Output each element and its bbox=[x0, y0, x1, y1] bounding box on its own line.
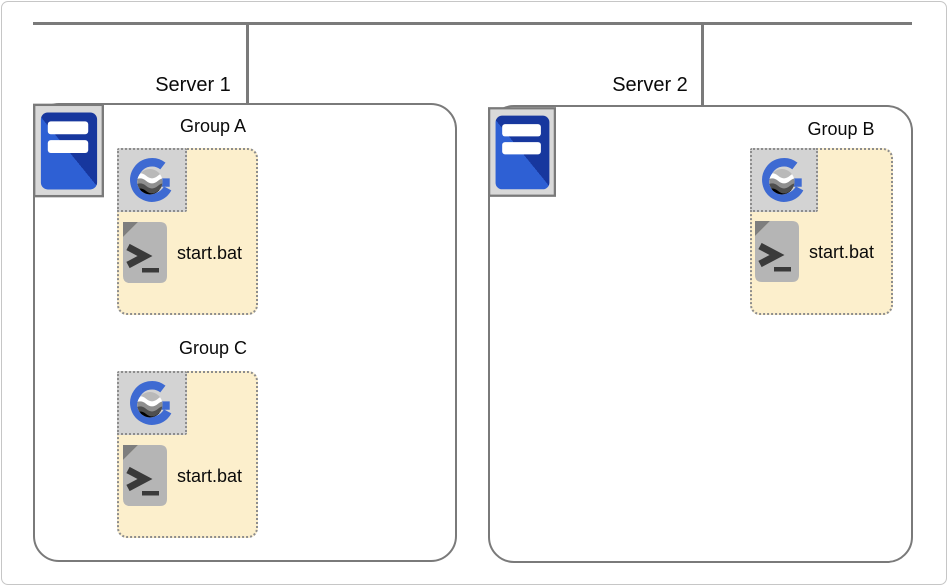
group-b-file: start.bat bbox=[753, 220, 874, 284]
geoserver-logo-glyph bbox=[123, 153, 181, 207]
server2-label: Server 2 bbox=[612, 74, 688, 96]
file-label: start.bat bbox=[177, 242, 243, 263]
server-icon bbox=[33, 103, 104, 198]
top-connector-line bbox=[33, 22, 912, 25]
batch-file-icon bbox=[753, 220, 801, 284]
batch-file-icon bbox=[121, 221, 169, 285]
server1-label: Server 1 bbox=[155, 74, 231, 96]
geoserver-logo-glyph bbox=[755, 153, 813, 207]
group-a-file: start.bat bbox=[121, 221, 242, 285]
geoserver-logo-icon bbox=[117, 371, 187, 435]
geoserver-logo-icon bbox=[117, 148, 187, 212]
group-b-label: Group B bbox=[807, 119, 875, 139]
batch-file-icon bbox=[121, 444, 169, 508]
server-icon bbox=[488, 107, 556, 197]
geoserver-logo-icon bbox=[750, 148, 818, 212]
file-label: start.bat bbox=[809, 241, 875, 262]
group-c-label: Group C bbox=[178, 338, 248, 358]
server2-drop-line bbox=[701, 22, 704, 105]
group-a-label: Group A bbox=[179, 116, 247, 136]
geoserver-logo-glyph bbox=[123, 376, 181, 430]
server1-drop-line bbox=[246, 22, 249, 103]
file-label: start.bat bbox=[177, 465, 243, 486]
group-c-file: start.bat bbox=[121, 444, 242, 508]
